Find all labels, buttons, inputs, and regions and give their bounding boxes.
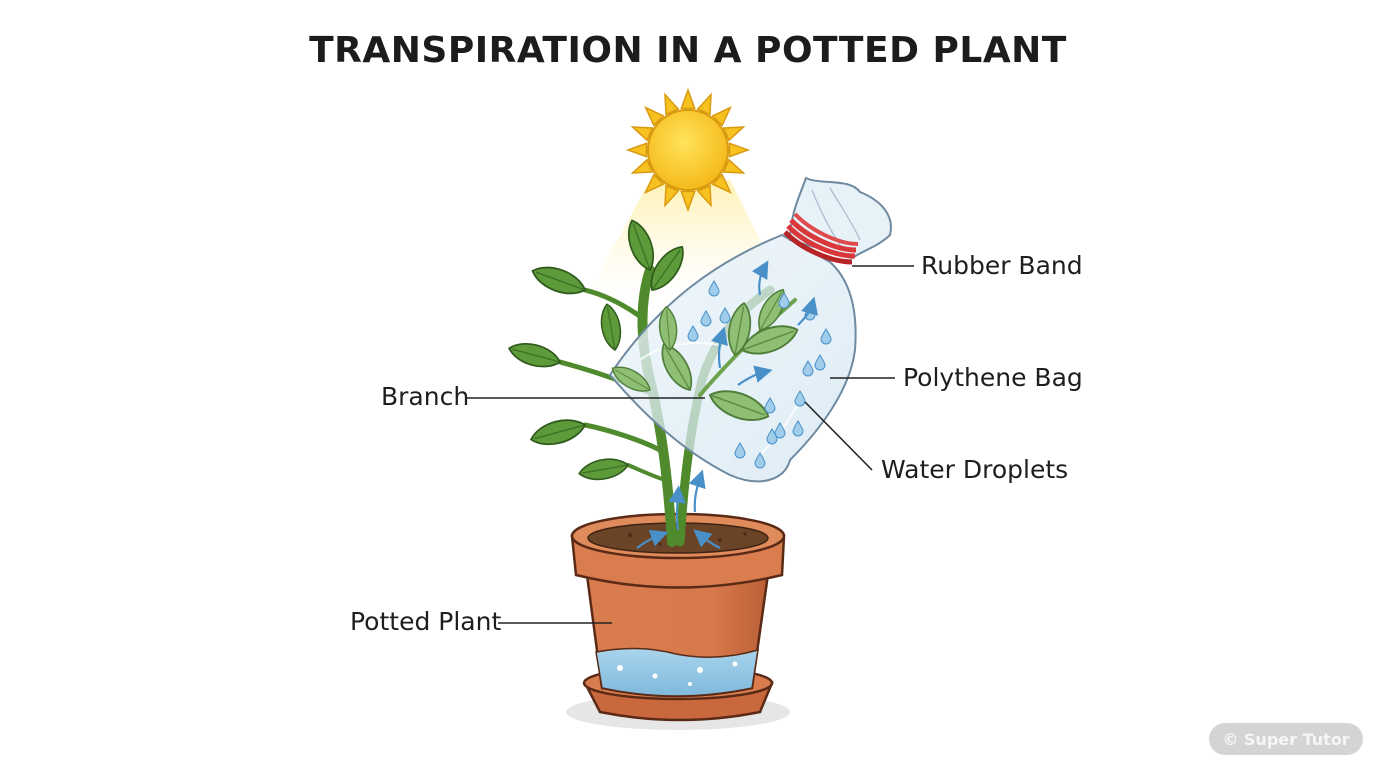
- sun-ray: [696, 92, 712, 116]
- upward-arrow-icon: [636, 260, 819, 549]
- sun-ray: [630, 126, 654, 142]
- sun-ray: [728, 142, 751, 158]
- page-title: TRANSPIRATION IN A POTTED PLANT: [309, 30, 1067, 71]
- label-branch: Branch: [381, 382, 470, 411]
- sun-ray: [680, 190, 696, 213]
- leader-lines: [467, 265, 914, 624]
- label-potted-plant: Potted Plant: [350, 607, 502, 636]
- label-water-droplets: Water Droplets: [881, 455, 1069, 484]
- rubber-band: [783, 212, 859, 265]
- pot-icon: [570, 512, 786, 698]
- sun-ray: [625, 142, 648, 158]
- sun-ray: [644, 106, 665, 127]
- sun-ray: [722, 158, 746, 174]
- watermark-badge: © Super Tutor: [1209, 723, 1363, 755]
- sun-ray: [722, 126, 746, 142]
- sun-ray: [680, 87, 696, 110]
- sun-icon: [625, 87, 751, 213]
- sun-ray: [664, 184, 680, 208]
- sun-ray: [696, 184, 712, 208]
- sun-ray: [630, 158, 654, 174]
- pot-water: [595, 647, 759, 697]
- sun-ray: [644, 173, 665, 194]
- sun-ray: [711, 173, 732, 194]
- label-rubber-band: Rubber Band: [921, 251, 1083, 280]
- sun-ray: [711, 106, 732, 127]
- sun-ray: [664, 92, 680, 116]
- label-polythene-bag: Polythene Bag: [903, 363, 1083, 392]
- enclosed-branch: [607, 284, 803, 429]
